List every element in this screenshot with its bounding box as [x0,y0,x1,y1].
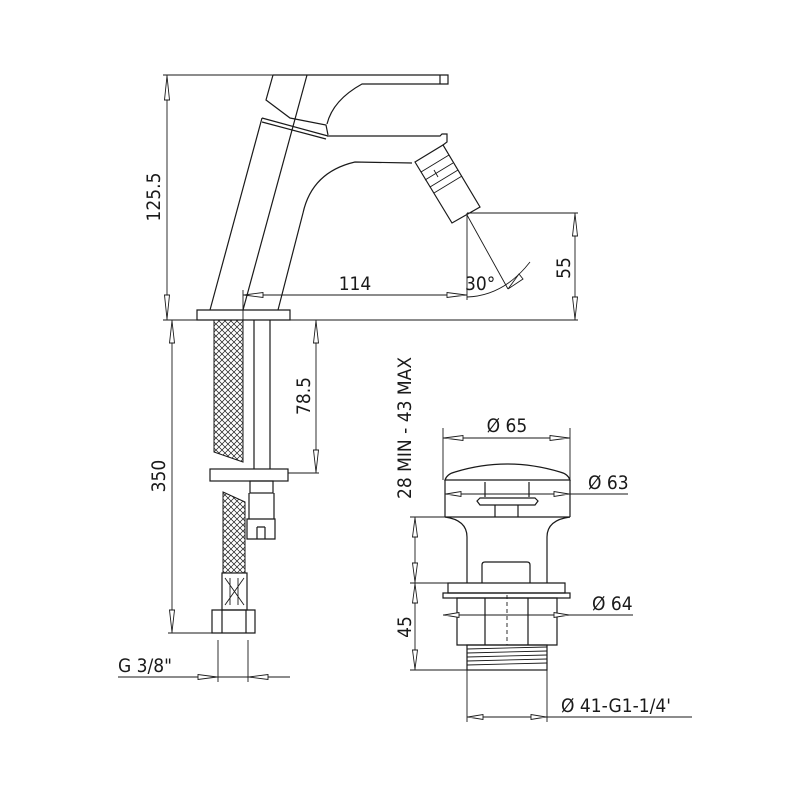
shank-length-dimension: 78.5 [293,377,315,415]
spout-height-dimension: 55 [553,257,575,279]
cap-diameter-label: Ø 65 [487,415,528,437]
reach-dimension: 114 [339,273,372,295]
flange-diameter-label: Ø 63 [588,472,629,494]
height-dimension: 125.5 [143,173,165,222]
faucet-dimensions: 125.5 114 55 30° [143,74,579,321]
drain-valve [442,463,571,671]
supply-hose [209,319,289,634]
thread-diameter-label: Ø 41-G1-1/4' [561,695,671,717]
angle-dimension: 30° [465,273,495,295]
nut-diameter-label: Ø 64 [592,593,633,615]
supply-dimensions: 350 78.5 G 3/8" [118,320,320,682]
drain-dimensions: Ø 65 Ø 63 28 MIN - 43 MAX 45 Ø 64 Ø 41-G… [394,357,692,722]
connection-thread-label: G 3/8" [118,655,172,677]
basin-thickness-label: 28 MIN - 43 MAX [394,357,416,499]
body-height-label: 45 [394,616,416,638]
hose-length-dimension: 350 [148,460,170,493]
